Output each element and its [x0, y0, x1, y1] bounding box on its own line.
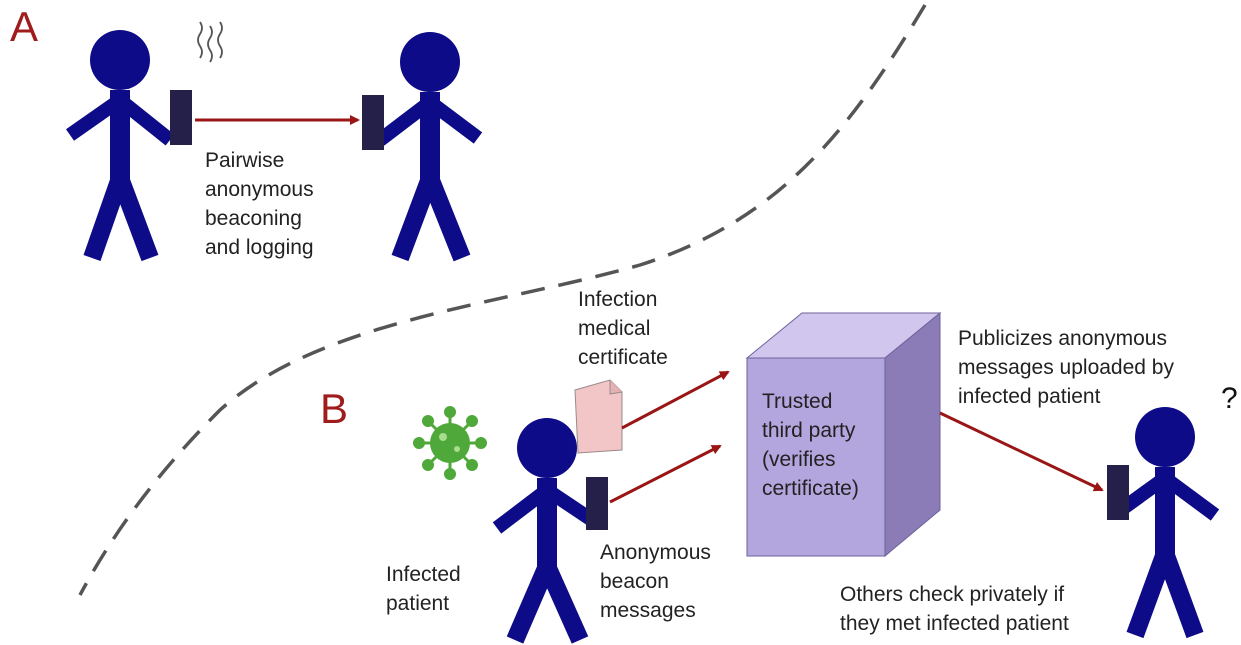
infected-label-line: patient [386, 592, 450, 615]
person-icon [375, 32, 483, 262]
certificate-label: Infection medical certificate [578, 285, 668, 372]
certificate-label-line: certificate [578, 346, 668, 369]
question-mark: ? [1221, 382, 1238, 415]
publicizes-label-line: messages uploaded by [958, 356, 1174, 379]
server-box-icon [745, 311, 942, 558]
beacon-upload-arrow [609, 444, 722, 504]
infected-label-line: Infected [386, 563, 461, 586]
person-icon [1113, 407, 1220, 639]
virus-icon [413, 406, 487, 480]
phone-icon [170, 90, 192, 145]
publicizes-label-line: infected patient [958, 385, 1101, 408]
panel-label-b: B [320, 385, 349, 432]
publish-arrow [939, 411, 1104, 492]
beacon-messages-label: Anonymous beacon messages [600, 538, 711, 625]
ttp-label-line: Trusted [762, 390, 833, 413]
certificate-label-line: Infection [578, 288, 658, 311]
others-label-line: they met infected patient [840, 612, 1069, 635]
ttp-label-line: third party [762, 419, 856, 442]
pairwise-label-line: beaconing [205, 207, 302, 230]
certificate-upload-arrow [621, 370, 730, 430]
infected-patient-label: Infected patient [386, 560, 461, 618]
beacon-label-line: beacon [600, 570, 669, 593]
beacon-label-line: Anonymous [600, 541, 711, 564]
person-icon [492, 418, 596, 644]
trusted-third-party-label: Trusted third party (verifies certificat… [762, 387, 859, 503]
phone-icon [362, 95, 384, 150]
divider-line [78, 4, 927, 596]
others-label-line: Others check privately if [840, 583, 1065, 606]
phone-icon [1107, 465, 1129, 520]
beacon-label-line: messages [600, 599, 696, 622]
pairwise-label-line: and logging [205, 236, 314, 259]
pairwise-label-line: anonymous [205, 178, 314, 201]
panel-label-a: A [10, 3, 39, 50]
phone-icon [586, 477, 608, 530]
publicizes-label-line: Publicizes anonymous [958, 327, 1167, 350]
signal-icon [197, 21, 223, 63]
pairwise-label-line: Pairwise [205, 149, 285, 172]
publicizes-label: Publicizes anonymous messages uploaded b… [958, 324, 1174, 411]
pairwise-label: Pairwise anonymous beaconing and logging [205, 146, 314, 262]
certificate-label-line: medical [578, 317, 651, 340]
person-icon [65, 30, 175, 262]
others-check-label: Others check privately if they met infec… [840, 580, 1069, 638]
ttp-label-line: (verifies [762, 448, 836, 471]
ttp-label-line: certificate) [762, 477, 859, 500]
document-icon [574, 379, 623, 454]
